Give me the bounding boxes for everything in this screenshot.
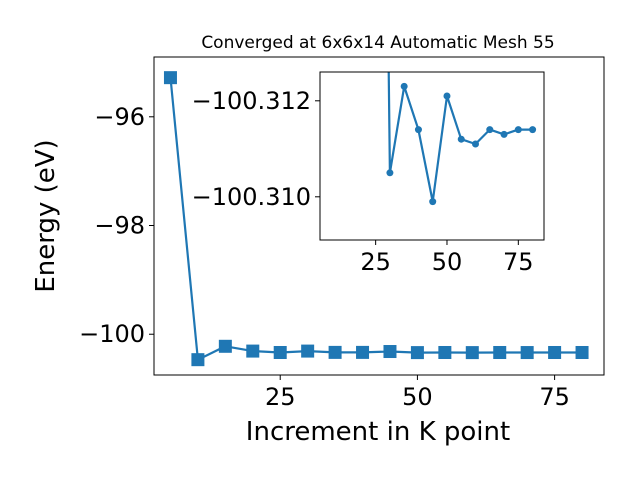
main-axes-frame [153,56,605,376]
data-point-marker [520,346,534,360]
y-tick-label: −100 [79,320,145,348]
data-point-marker [410,346,424,360]
inset-data-point-marker [486,126,494,134]
inset-background [320,72,544,240]
inset-data-point-marker [529,126,537,134]
inset-data-point-marker [386,169,394,177]
data-point-marker [246,344,260,358]
y-axis-label: Energy (eV) [31,139,61,292]
y-tick-label: −98 [94,212,145,240]
inset-data-point-marker [514,126,522,134]
data-point-marker [301,344,315,358]
inset-axes-frame [319,71,545,241]
data-point-marker [548,345,562,359]
x-tick-label: 75 [539,383,570,411]
x-tick-label: 75 [503,248,534,276]
data-point-marker [383,345,397,359]
x-axis-label: Increment in K point [246,417,510,447]
chart-title: Converged at 6x6x14 Automatic Mesh 55 [201,33,554,53]
x-tick-label: 25 [265,383,296,411]
x-tick-label: 50 [402,383,433,411]
data-point-marker [218,339,232,353]
data-point-marker [163,71,177,85]
x-tick-label: 25 [360,248,391,276]
main-plot-area [163,71,589,367]
data-point-marker [191,353,205,367]
inset-data-point-marker [429,198,437,206]
y-tick-label: −96 [94,103,145,131]
main-axes: 25 50 75 −96 −98 −100 [79,56,605,411]
inset-plot-area [386,72,537,206]
inset-data-point-marker [500,130,508,138]
inset-data-point-marker [400,82,408,90]
series-line [169,77,582,361]
inset-axes: 25 50 75 −100.312 −100.310 [192,71,545,276]
data-point-marker [328,345,342,359]
inset-data-point-marker [472,140,480,148]
inset-data-point-marker [414,126,422,134]
data-point-marker [356,345,370,359]
data-point-marker [273,345,287,359]
main-ticks: 25 50 75 −96 −98 −100 [79,103,570,411]
data-point-marker [438,345,452,359]
data-point-marker [493,345,507,359]
y-tick-label: −100.310 [192,183,311,211]
inset-data-point-marker [443,92,451,100]
inset-data-point-marker [457,135,465,143]
inset-ticks: 25 50 75 −100.312 −100.310 [192,87,534,276]
y-tick-label: −100.312 [192,87,311,115]
data-point-marker [575,345,589,359]
data-point-marker [465,346,479,360]
x-tick-label: 50 [432,248,463,276]
